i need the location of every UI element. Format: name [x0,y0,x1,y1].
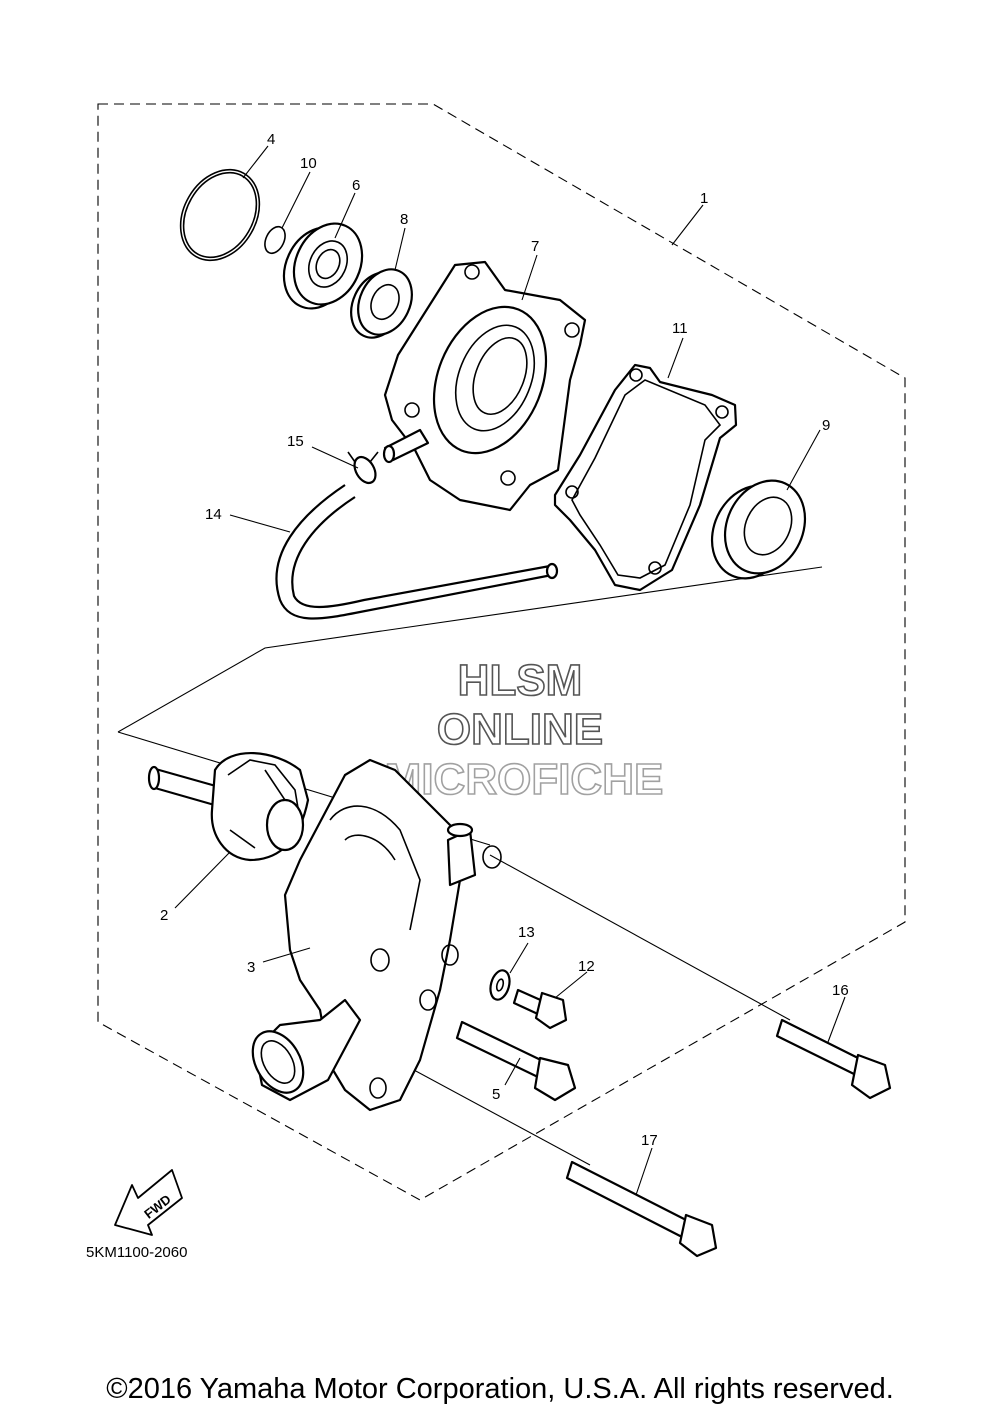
callout-9: 9 [822,417,830,434]
callout-10: 10 [300,155,317,172]
callout-16: 16 [832,982,849,999]
leader-lines [174,145,846,1196]
callout-12: 12 [578,958,595,975]
callout-14: 14 [205,506,222,523]
alignment-line-impeller [117,566,823,733]
bolt-17 [565,1160,718,1258]
callout-2: 2 [160,907,168,924]
mechanical-seal [710,479,807,580]
bolt-short [512,988,568,1030]
callout-17: 17 [641,1132,658,1149]
callout-1: 1 [700,190,708,207]
bearing [282,222,364,310]
drawing-code: 5KM1100-2060 [86,1244,187,1261]
alignment-line-bolt-16 [489,854,791,1021]
watermark-line-1: HLSM [458,656,583,705]
water-pump-housing [251,758,502,1112]
callout-3: 3 [247,959,255,976]
impeller-shaft [147,751,310,862]
oil-seal [350,268,413,339]
breather-hose [275,484,559,620]
callout-13: 13 [518,924,535,941]
callout-4: 4 [267,131,275,148]
assembly-boundary [97,103,906,1201]
watermark-line-3: MICROFICHE [385,755,664,804]
bolt-16 [775,1018,892,1100]
callout-numbers: 4 10 6 8 7 1 11 9 15 14 2 3 13 12 5 16 1… [160,131,849,1149]
pump-housing-cover [382,260,587,512]
o-ring [179,168,261,262]
fwd-arrow-icon: FWD [114,1169,183,1236]
copyright-notice: ©2016 Yamaha Motor Corporation, U.S.A. A… [106,1373,894,1405]
circlip [264,225,286,255]
watermark: HLSM ONLINE MICROFICHE [384,655,664,805]
callout-8: 8 [400,211,408,228]
callout-7: 7 [531,238,539,255]
gasket [553,363,738,592]
hose-clamp [347,451,379,485]
washer [489,969,511,1001]
bolt-long [455,1020,577,1102]
callout-15: 15 [287,433,304,450]
callout-11: 11 [672,320,688,337]
callout-5: 5 [492,1086,500,1103]
callout-6: 6 [352,177,360,194]
watermark-line-2: ONLINE [437,705,603,754]
